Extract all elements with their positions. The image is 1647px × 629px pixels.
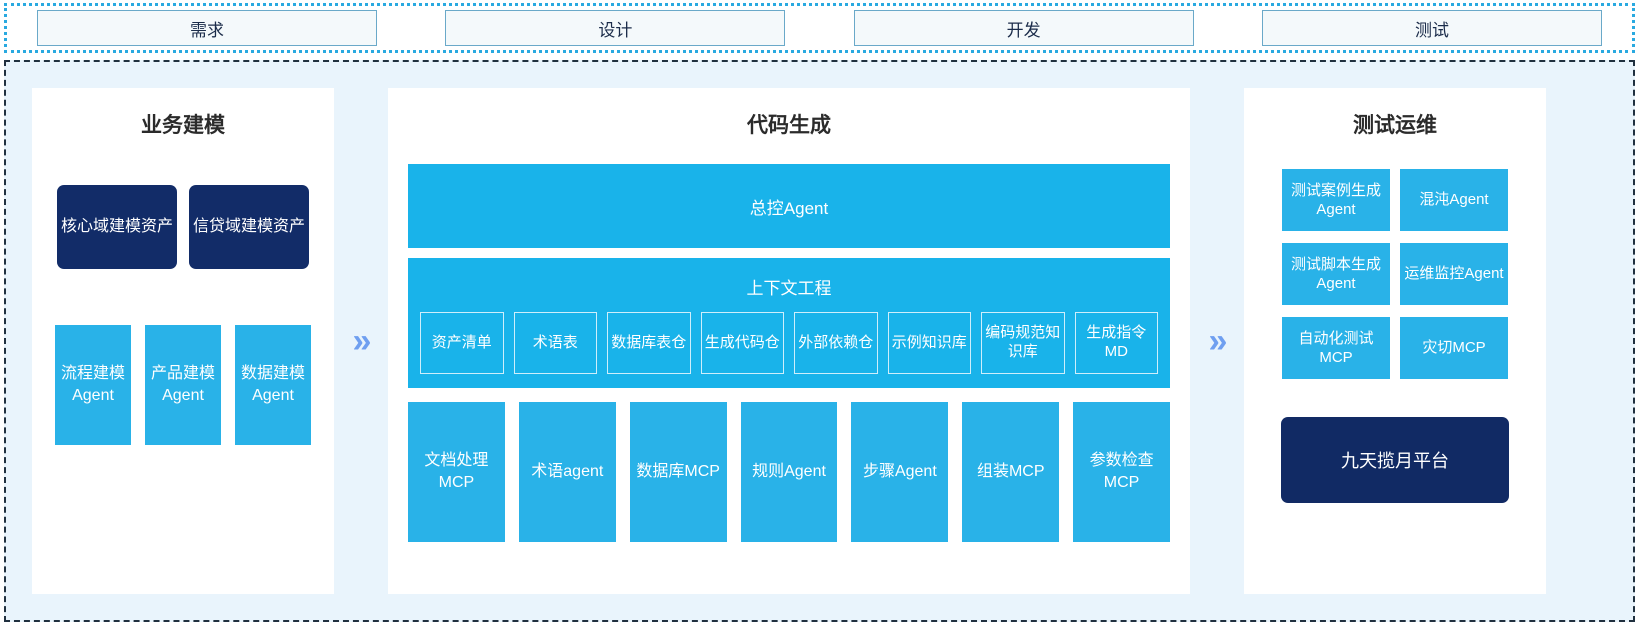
- phase-bar: 需求 设计 开发 测试: [4, 3, 1635, 53]
- main-diagram-area: 业务建模 核心域建模资产 信贷域建模资产 流程建模Agent 产品建模Agent…: [4, 60, 1635, 622]
- chevron-right-icon: »: [1208, 321, 1228, 360]
- panel-title-test-operations: 测试运维: [1353, 114, 1437, 137]
- context-item-glossary[interactable]: 术语表: [513, 312, 597, 374]
- tool-card-assembly-mcp[interactable]: 组装MCP: [962, 402, 1060, 542]
- context-item-generation-instruction-md[interactable]: 生成指令MD: [1074, 312, 1158, 374]
- tool-card-step-agent[interactable]: 步骤Agent: [851, 402, 949, 542]
- tool-card-document-processing-mcp[interactable]: 文档处理MCP: [408, 402, 505, 542]
- phase-label: 需求: [190, 20, 224, 40]
- phase-tab-testing[interactable]: 测试: [1261, 10, 1602, 46]
- panel-title-code-generation: 代码生成: [747, 114, 831, 137]
- context-item-generated-code-repo[interactable]: 生成代码仓: [700, 312, 784, 374]
- card-test-case-generation-agent[interactable]: 测试案例生成Agent: [1282, 169, 1390, 231]
- context-engineering-block: 上下文工程 资产清单 术语表 数据库表仓 生成代码仓 外部依赖仓 示例知识库 编…: [408, 258, 1170, 388]
- agent-card-product-modeling[interactable]: 产品建模Agent: [145, 325, 221, 445]
- panel-code-generation: 代码生成 总控Agent 上下文工程 资产清单 术语表 数据库表仓 生成代码仓 …: [388, 88, 1190, 594]
- panel-title-business-modeling: 业务建模: [141, 114, 225, 137]
- card-automated-test-mcp[interactable]: 自动化测试MCP: [1282, 317, 1390, 379]
- phase-tab-development[interactable]: 开发: [853, 10, 1194, 46]
- context-item-external-dependency-repo[interactable]: 外部依赖仓: [794, 312, 878, 374]
- context-item-example-knowledge-base[interactable]: 示例知识库: [887, 312, 971, 374]
- panel-business-modeling: 业务建模 核心域建模资产 信贷域建模资产 流程建模Agent 产品建模Agent…: [32, 88, 334, 594]
- platform-card-jiutian-lanyue[interactable]: 九天揽月平台: [1281, 417, 1509, 503]
- master-agent-box[interactable]: 总控Agent: [408, 164, 1170, 248]
- agent-card-process-modeling[interactable]: 流程建模Agent: [55, 325, 131, 445]
- phase-label: 开发: [1006, 20, 1041, 40]
- asset-card-credit-domain[interactable]: 信贷域建模资产: [189, 185, 309, 269]
- chevron-right-icon: »: [352, 321, 372, 360]
- phase-tab-design[interactable]: 设计: [445, 10, 786, 46]
- test-ops-card-grid: 测试案例生成Agent 混沌Agent 测试脚本生成Agent 运维监控Agen…: [1244, 169, 1546, 379]
- card-ops-monitoring-agent[interactable]: 运维监控Agent: [1400, 243, 1508, 305]
- tool-card-glossary-agent[interactable]: 术语agent: [518, 402, 616, 542]
- context-item-coding-standard-knowledge-base[interactable]: 编码规范知识库: [981, 312, 1065, 374]
- card-chaos-agent[interactable]: 混沌Agent: [1400, 169, 1508, 231]
- card-test-script-generation-agent[interactable]: 测试脚本生成Agent: [1282, 243, 1390, 305]
- asset-card-core-domain[interactable]: 核心域建模资产: [57, 185, 177, 269]
- tool-card-database-mcp[interactable]: 数据库MCP: [629, 402, 727, 542]
- tool-card-parameter-check-mcp[interactable]: 参数检查MCP: [1073, 402, 1171, 542]
- context-item-asset-list[interactable]: 资产清单: [420, 312, 504, 374]
- phase-tab-requirements[interactable]: 需求: [37, 10, 377, 46]
- asset-card-row: 核心域建模资产 信贷域建模资产: [32, 185, 334, 269]
- context-item-db-table-repo[interactable]: 数据库表仓: [607, 312, 691, 374]
- modeling-agent-row: 流程建模Agent 产品建模Agent 数据建模Agent: [32, 325, 334, 445]
- phase-label: 测试: [1414, 20, 1449, 40]
- tool-card-rule-agent[interactable]: 规则Agent: [740, 402, 838, 542]
- phase-label: 设计: [598, 20, 633, 40]
- context-engineering-title: 上下文工程: [746, 279, 832, 298]
- context-items-row: 资产清单 术语表 数据库表仓 生成代码仓 外部依赖仓 示例知识库 编码规范知识库…: [420, 312, 1158, 374]
- card-disaster-switch-mcp[interactable]: 灾切MCP: [1400, 317, 1508, 379]
- tool-items-row: 文档处理MCP 术语agent 数据库MCP 规则Agent 步骤Agent 组…: [408, 402, 1171, 542]
- panel-test-operations: 测试运维 测试案例生成Agent 混沌Agent 测试脚本生成Agent 运维监…: [1244, 88, 1546, 594]
- agent-card-data-modeling[interactable]: 数据建模Agent: [235, 325, 311, 445]
